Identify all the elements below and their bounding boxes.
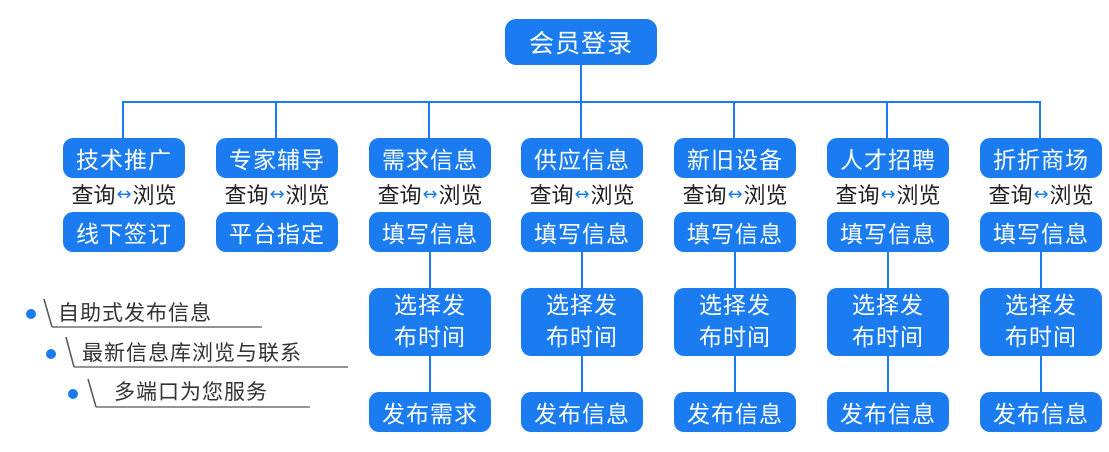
connector-line <box>581 356 583 392</box>
select-publish-time[interactable]: 选择发 布时间 <box>521 288 643 356</box>
select-publish-time[interactable]: 选择发 布时间 <box>674 288 796 356</box>
action-fill-info[interactable]: 填写信息 <box>674 212 796 252</box>
action-fill-info[interactable]: 填写信息 <box>980 212 1102 252</box>
connector-line <box>887 356 889 392</box>
action-fill-info[interactable]: 填写信息 <box>827 212 949 252</box>
query-browse-text: 查询↔浏览 <box>835 183 941 210</box>
bidirectional-arrow-icon: ↔ <box>727 183 743 205</box>
column-title-label: 技术推广 <box>76 148 172 174</box>
connector-line <box>429 356 431 392</box>
connector-line <box>1040 356 1042 392</box>
bidirectional-arrow-icon: ↔ <box>116 183 132 205</box>
column-title-tech-promotion[interactable]: 技术推广 <box>63 138 185 178</box>
column-title-demand-info[interactable]: 需求信息 <box>369 138 491 178</box>
publish-info-button[interactable]: 发布信息 <box>980 392 1102 432</box>
branch-drop-4 <box>580 101 582 142</box>
branch-drop-6 <box>886 101 888 142</box>
action-label: 填写信息 <box>840 222 936 248</box>
column-title-supply-info[interactable]: 供应信息 <box>521 138 643 178</box>
bidirectional-arrow-icon: ↔ <box>1033 183 1049 205</box>
action-label: 填写信息 <box>687 222 783 248</box>
connector-line <box>734 252 736 288</box>
note-text-2: 最新信息库浏览与联系 <box>82 341 302 365</box>
bidirectional-arrow-icon: ↔ <box>269 183 285 205</box>
action-platform-assign[interactable]: 平台指定 <box>216 212 338 252</box>
bidirectional-arrow-icon: ↔ <box>422 183 438 205</box>
select-time-label: 选择发 布时间 <box>852 293 924 351</box>
query-browse-text: 查询↔浏览 <box>71 183 177 210</box>
notes-decoration <box>43 298 348 408</box>
connector-line <box>734 356 736 392</box>
branch-drop-7 <box>1039 101 1041 142</box>
column-title-label: 人才招聘 <box>840 148 936 174</box>
branch-drop-3 <box>428 101 430 142</box>
note-slash-3 <box>87 378 97 408</box>
column-title-used-equipment[interactable]: 新旧设备 <box>674 138 796 178</box>
member-login-box[interactable]: 会员登录 <box>505 19 657 65</box>
column-title-label: 供应信息 <box>534 148 630 174</box>
connector-line <box>1040 252 1042 288</box>
publish-info-button[interactable]: 发布信息 <box>827 392 949 432</box>
root-stem-line <box>580 65 582 102</box>
publish-label: 发布信息 <box>840 402 936 428</box>
action-label: 填写信息 <box>993 222 1089 248</box>
publish-label: 发布信息 <box>687 402 783 428</box>
action-label: 线下签订 <box>76 222 172 248</box>
bidirectional-arrow-icon: ↔ <box>574 183 590 205</box>
column-title-label: 需求信息 <box>382 148 478 174</box>
branch-drop-1 <box>122 101 124 142</box>
publish-info-button[interactable]: 发布信息 <box>674 392 796 432</box>
query-browse-text: 查询↔浏览 <box>377 183 483 210</box>
note-slash-2 <box>65 336 75 368</box>
column-title-discount-mall[interactable]: 折折商场 <box>980 138 1102 178</box>
column-title-label: 新旧设备 <box>687 148 783 174</box>
select-time-label: 选择发 布时间 <box>394 293 466 351</box>
publish-info-button[interactable]: 发布信息 <box>521 392 643 432</box>
column-title-label: 专家辅导 <box>229 148 325 174</box>
action-fill-info[interactable]: 填写信息 <box>521 212 643 252</box>
action-offline-sign[interactable]: 线下签订 <box>63 212 185 252</box>
action-label: 填写信息 <box>382 222 478 248</box>
publish-label: 发布信息 <box>534 402 630 428</box>
query-browse-text: 查询↔浏览 <box>682 183 788 210</box>
note-text-1: 自助式发布信息 <box>58 301 212 325</box>
publish-label: 发布需求 <box>382 402 478 428</box>
note-bullet-icon <box>68 389 78 399</box>
connector-line <box>581 252 583 288</box>
branch-drop-2 <box>275 101 277 142</box>
action-label: 平台指定 <box>229 222 325 248</box>
publish-demand-button[interactable]: 发布需求 <box>369 392 491 432</box>
select-publish-time[interactable]: 选择发 布时间 <box>980 288 1102 356</box>
column-title-expert-guidance[interactable]: 专家辅导 <box>216 138 338 178</box>
branch-drop-5 <box>733 101 735 142</box>
select-publish-time[interactable]: 选择发 布时间 <box>827 288 949 356</box>
action-fill-info[interactable]: 填写信息 <box>369 212 491 252</box>
connector-line <box>429 252 431 288</box>
select-publish-time[interactable]: 选择发 布时间 <box>369 288 491 356</box>
select-time-label: 选择发 布时间 <box>546 293 618 351</box>
select-time-label: 选择发 布时间 <box>1005 293 1077 351</box>
select-time-label: 选择发 布时间 <box>699 293 771 351</box>
action-label: 填写信息 <box>534 222 630 248</box>
note-bullet-icon <box>26 309 36 319</box>
note-slash-1 <box>43 298 53 328</box>
publish-label: 发布信息 <box>993 402 1089 428</box>
note-bullet-icon <box>46 349 56 359</box>
query-browse-text: 查询↔浏览 <box>224 183 330 210</box>
query-browse-text: 查询↔浏览 <box>988 183 1094 210</box>
column-title-label: 折折商场 <box>993 148 1089 174</box>
connector-line <box>887 252 889 288</box>
member-login-label: 会员登录 <box>528 29 633 58</box>
query-browse-text: 查询↔浏览 <box>529 183 635 210</box>
column-title-talent-recruit[interactable]: 人才招聘 <box>827 138 949 178</box>
bidirectional-arrow-icon: ↔ <box>880 183 896 205</box>
note-text-3: 多端口为您服务 <box>114 380 268 404</box>
